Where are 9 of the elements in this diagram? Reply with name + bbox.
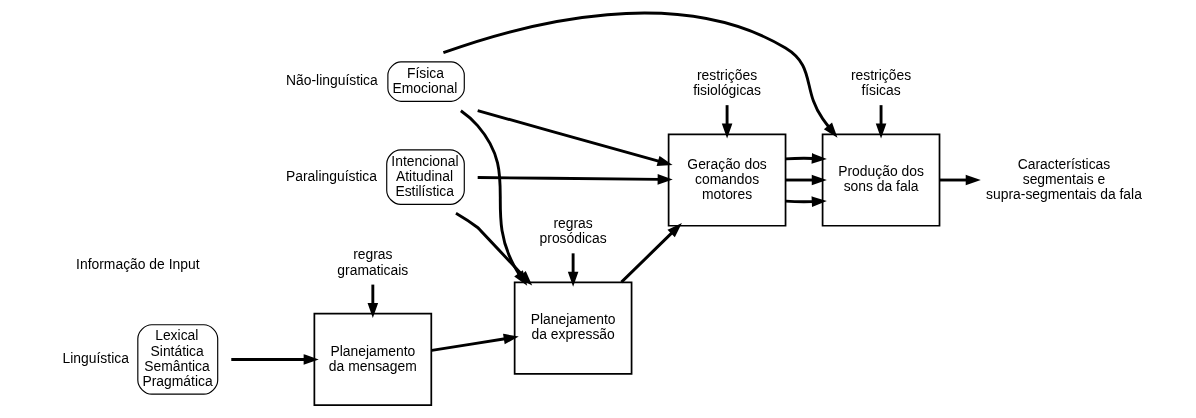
node-text: regras gramaticais <box>337 246 409 278</box>
node-text: regras prosódicas <box>539 215 607 247</box>
node-label: Linguística <box>62 350 129 367</box>
node-text: restrições fisiológicas <box>693 67 762 99</box>
node-text: restrições físicas <box>850 67 912 99</box>
node-label: Paralinguística <box>286 167 378 184</box>
node-text: Características segmentais e supra-segmentais da fala <box>986 155 1142 202</box>
node-label: Não-linguística <box>286 72 378 89</box>
label: Informação de Input <box>76 256 200 273</box>
